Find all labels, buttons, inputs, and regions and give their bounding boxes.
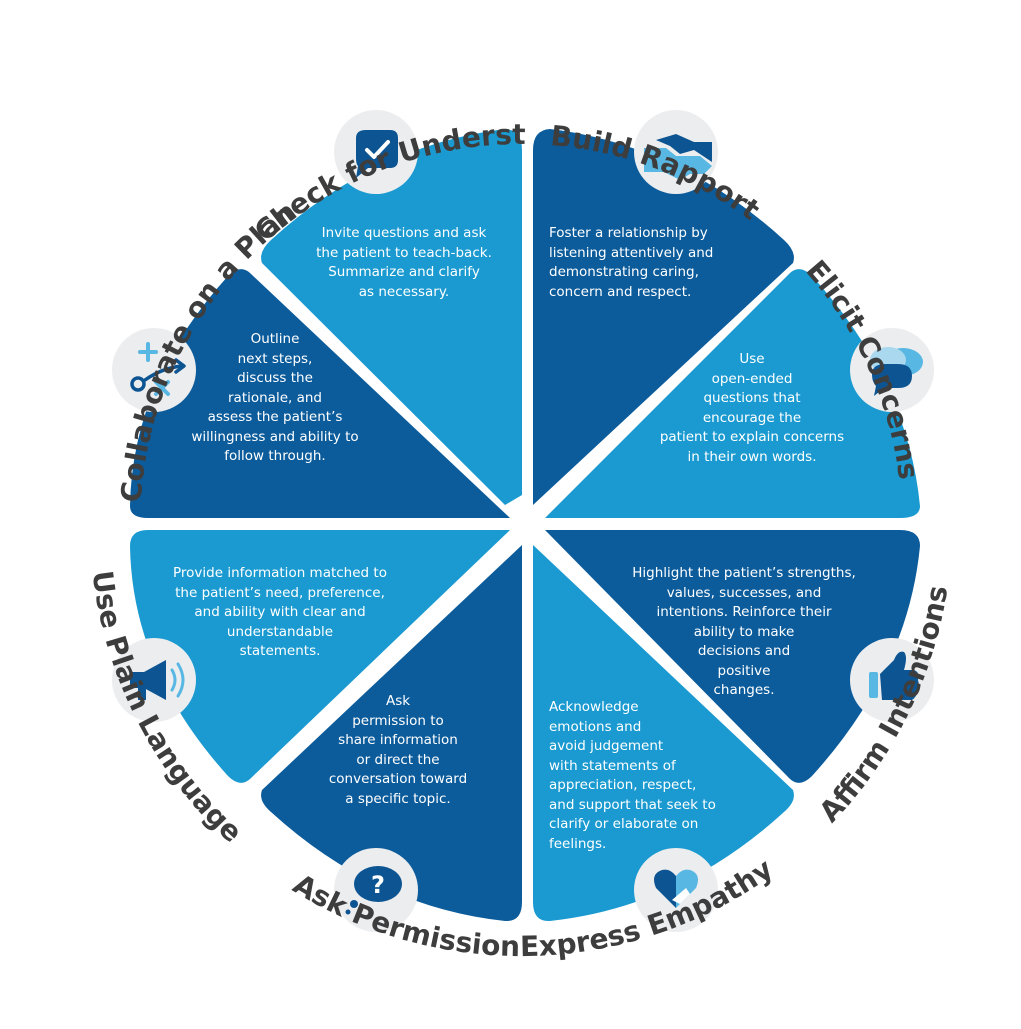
segment-use-plain-language — [130, 530, 510, 783]
segment-elicit-concerns — [545, 269, 920, 518]
segment-express-empathy — [533, 545, 794, 922]
description-elicit-concerns: Use open-ended questions that encourage … — [659, 351, 845, 465]
description-use-plain-language: Provide information matched to the patie… — [173, 565, 387, 659]
description-collaborate-on-a-plan: Outline next steps, discuss the rational… — [191, 331, 359, 464]
megaphone-icon — [130, 660, 185, 700]
handshake-icon — [644, 134, 712, 180]
description-ask-permission: Ask permission to share information or d… — [328, 693, 468, 807]
chat-bubbles-icon — [870, 347, 923, 396]
description-express-empathy: Acknowledge emotions and avoid judgement… — [549, 699, 716, 852]
thumbs-up-icon — [869, 651, 919, 700]
svg-text:?: ? — [371, 871, 385, 899]
check-speech-bubble-icon — [356, 130, 398, 178]
description-check-for-understanding: Invite questions and ask the patient to … — [316, 225, 492, 300]
description-build-rapport: Foster a relationship by listening atten… — [549, 225, 714, 300]
segments — [130, 129, 920, 922]
question-bubble-icon: ? — [345, 866, 402, 915]
heart-hands-icon — [654, 869, 698, 908]
segment-collaborate-on-a-plan — [130, 269, 510, 518]
ring-label-express-empathy: Express Empathy — [520, 852, 779, 963]
segment-check-for-understanding — [261, 129, 522, 505]
ring-label-ask-permission: Ask Permission — [288, 867, 521, 963]
description-affirm-intentions: Highlight the patient’s strengths, value… — [632, 565, 856, 698]
segment-build-rapport — [533, 129, 794, 505]
strategy-play-icon — [130, 342, 186, 396]
segment-affirm-intentions — [545, 530, 920, 783]
badge-strategy — [112, 328, 196, 412]
segment-ask-permission — [261, 545, 522, 922]
